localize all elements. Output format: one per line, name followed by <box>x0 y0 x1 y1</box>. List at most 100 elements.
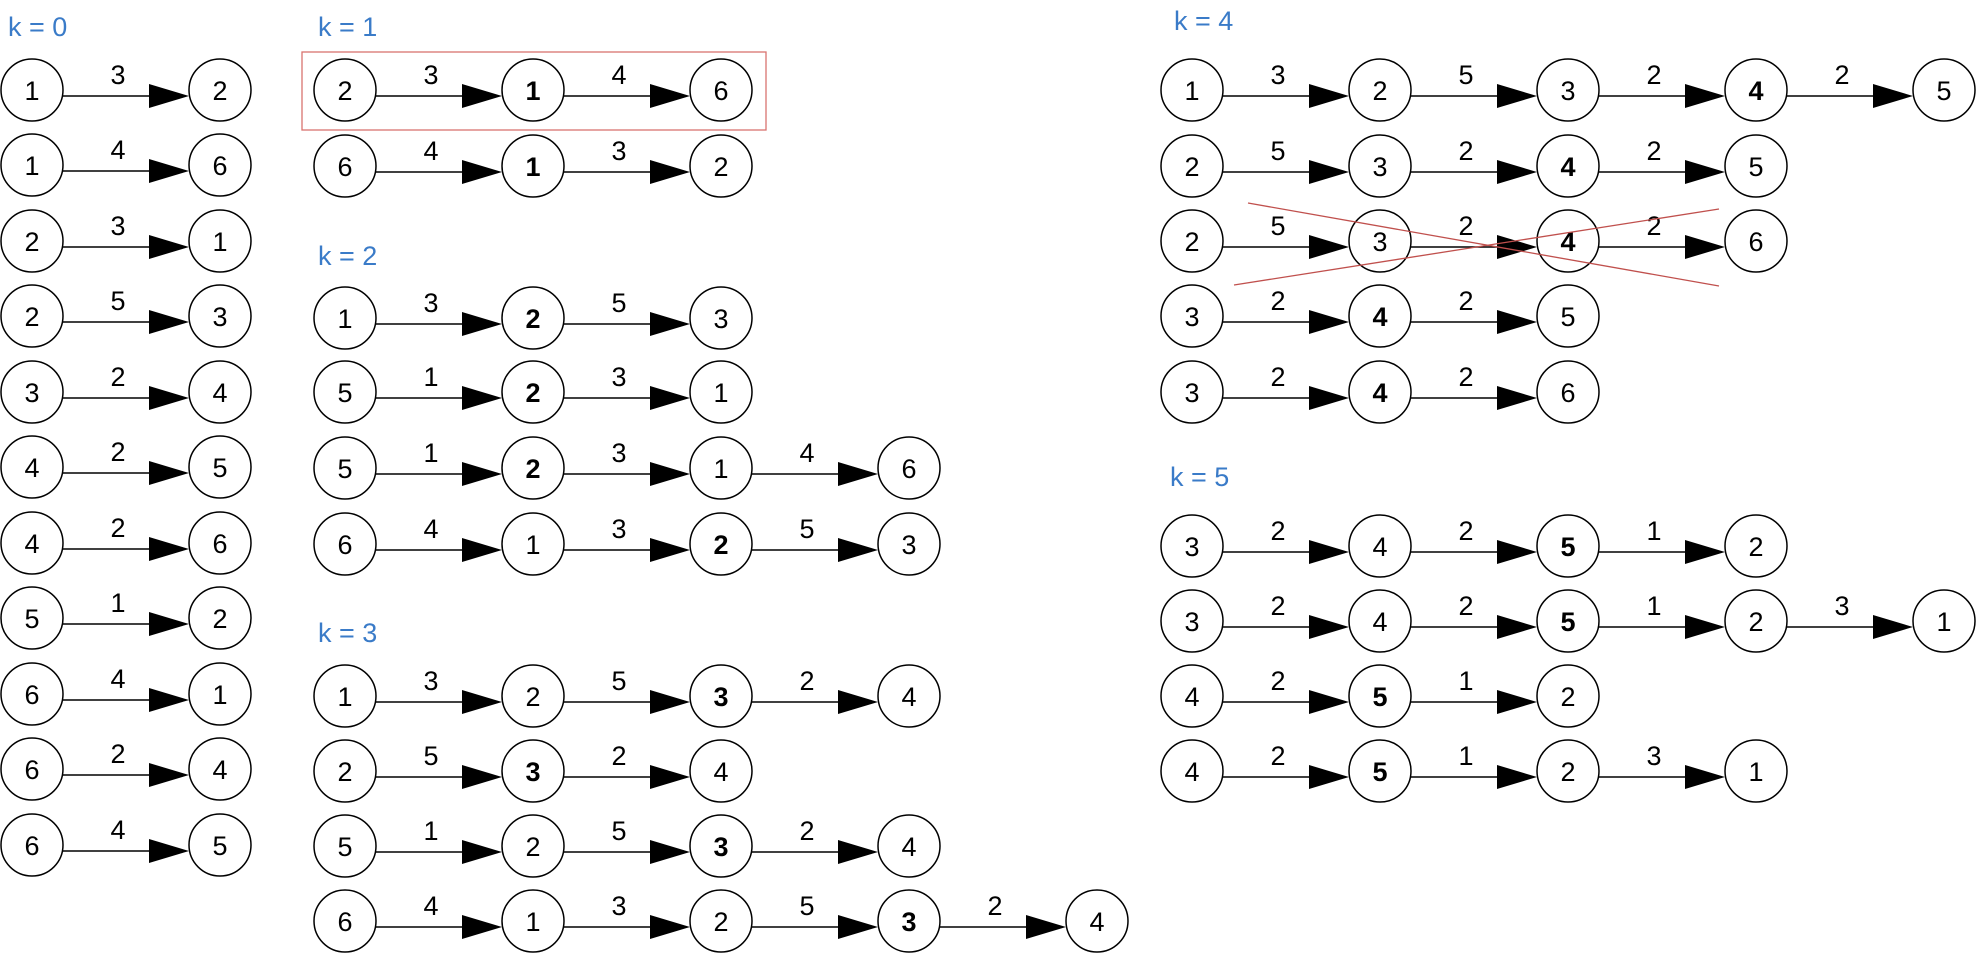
node-label: 3 <box>901 907 916 937</box>
graph-node: 5 <box>1724 134 1788 198</box>
edge-arrow: 3 <box>564 514 690 562</box>
node-circle <box>1348 664 1412 728</box>
node-circle <box>1160 360 1224 424</box>
node-circle <box>501 58 565 122</box>
arrow-head <box>1309 765 1349 789</box>
graph-node: 4 <box>1160 664 1224 728</box>
node-label: 3 <box>1184 607 1199 637</box>
arrow-head <box>149 537 189 561</box>
node-label: 6 <box>212 151 227 181</box>
graph-node: 3 <box>877 512 941 576</box>
arrow-head <box>462 915 502 939</box>
graph-node: 1 <box>188 662 252 726</box>
node-label: 5 <box>1560 532 1575 562</box>
graph-node: 6 <box>1724 209 1788 273</box>
arrow-head <box>149 235 189 259</box>
graph-node: 4 <box>877 814 941 878</box>
node-label: 4 <box>1184 757 1199 787</box>
node-circle <box>313 664 377 728</box>
node-label: 3 <box>713 682 728 712</box>
arrow-head <box>650 84 690 108</box>
node-circle <box>1160 589 1224 653</box>
edge-weight: 3 <box>1270 60 1285 90</box>
node-circle <box>1348 58 1412 122</box>
arrow-head <box>650 690 690 714</box>
edge-weight: 2 <box>110 739 125 769</box>
edge-weight: 2 <box>799 666 814 696</box>
node-label: 2 <box>525 682 540 712</box>
graph-node: 4 <box>0 435 64 499</box>
arrow-head <box>1873 615 1913 639</box>
graph-node: 3 <box>0 360 64 424</box>
node-label: 3 <box>1560 76 1575 106</box>
node-circle <box>313 134 377 198</box>
node-circle <box>1536 360 1600 424</box>
graph-node: 5 <box>313 360 377 424</box>
node-label: 2 <box>337 757 352 787</box>
node-label: 2 <box>525 304 540 334</box>
arrow-head <box>1309 235 1349 259</box>
edge-arrow: 2 <box>1411 591 1537 639</box>
graph-node: 6 <box>689 58 753 122</box>
node-label: 6 <box>337 907 352 937</box>
node-label: 2 <box>1184 227 1199 257</box>
edge-weight: 1 <box>423 362 438 392</box>
node-circle <box>0 586 64 650</box>
node-label: 6 <box>1748 227 1763 257</box>
edge-weight: 5 <box>611 666 626 696</box>
edge-weight: 5 <box>799 514 814 544</box>
graph-node: 2 <box>689 512 753 576</box>
node-circle <box>1536 284 1600 348</box>
edge-arrow: 3 <box>376 60 502 108</box>
graph-node: 1 <box>501 889 565 953</box>
graph-node: 2 <box>501 436 565 500</box>
edge-arrow: 3 <box>564 891 690 939</box>
node-circle <box>689 58 753 122</box>
node-label: 3 <box>1372 152 1387 182</box>
edge-arrow: 3 <box>376 288 502 336</box>
node-circle <box>877 889 941 953</box>
node-label: 4 <box>1560 152 1575 182</box>
graph-node: 2 <box>501 664 565 728</box>
node-label: 5 <box>1372 682 1387 712</box>
node-label: 3 <box>1184 302 1199 332</box>
edge-weight: 2 <box>1270 286 1285 316</box>
graph-node: 3 <box>689 664 753 728</box>
edge-weight: 2 <box>1646 60 1661 90</box>
edge-arrow: 5 <box>63 286 189 334</box>
node-circle <box>1536 58 1600 122</box>
arrow-head <box>462 312 502 336</box>
graph-node: 6 <box>188 133 252 197</box>
node-label: 3 <box>713 832 728 862</box>
edge-weight: 2 <box>1458 286 1473 316</box>
node-circle <box>501 814 565 878</box>
node-label: 4 <box>901 682 916 712</box>
node-circle <box>1724 209 1788 273</box>
arrow-head <box>1497 765 1537 789</box>
node-circle <box>1160 134 1224 198</box>
graph-node: 1 <box>1724 739 1788 803</box>
graph-node: 2 <box>1348 58 1412 122</box>
edge-weight: 2 <box>1458 136 1473 166</box>
node-circle <box>1348 209 1412 273</box>
edge-weight: 4 <box>423 136 438 166</box>
edge-weight: 5 <box>611 288 626 318</box>
node-label: 6 <box>212 529 227 559</box>
edge-arrow: 2 <box>1599 136 1725 184</box>
node-circle <box>1724 589 1788 653</box>
node-label: 5 <box>1748 152 1763 182</box>
arrow-head <box>1026 915 1066 939</box>
node-label: 1 <box>525 152 540 182</box>
node-label: 1 <box>337 304 352 334</box>
node-circle <box>501 134 565 198</box>
node-label: 2 <box>212 76 227 106</box>
edge-weight: 3 <box>1834 591 1849 621</box>
arrow-head <box>149 763 189 787</box>
graph-node: 5 <box>1536 514 1600 578</box>
edge-weight: 2 <box>1270 591 1285 621</box>
